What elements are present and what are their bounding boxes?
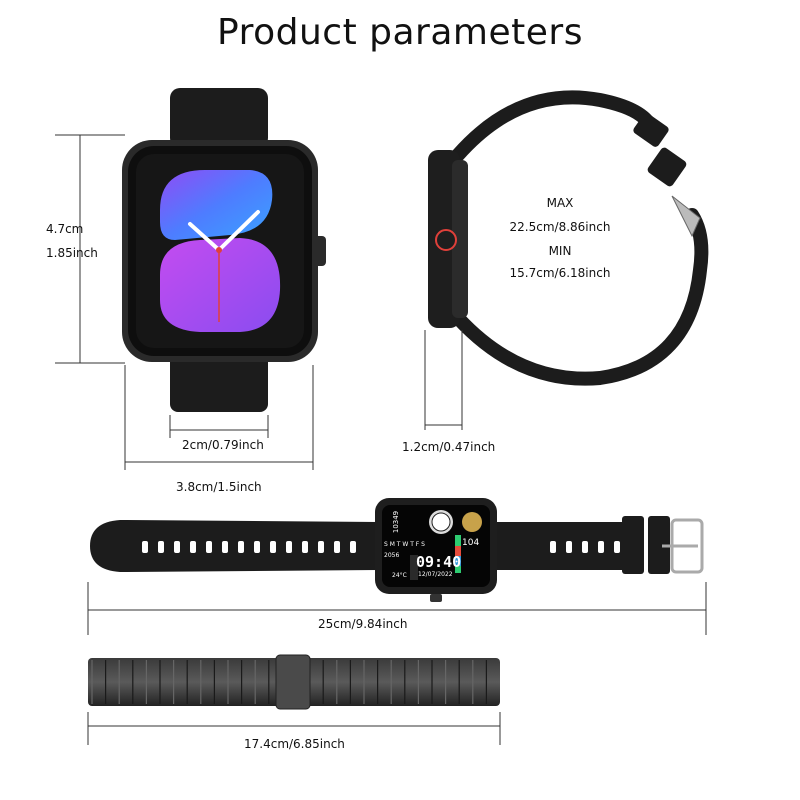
strap-hole-icon (158, 541, 164, 553)
strap-hole-icon (206, 541, 212, 553)
strap-hole-icon (174, 541, 180, 553)
height-dimension-lines (55, 134, 125, 364)
wrist-min-label: MIN (548, 244, 572, 258)
strap-hole-icon (550, 541, 556, 553)
silicone-strap-length-label: 25cm/9.84inch (318, 617, 408, 631)
strap-hole-icon (598, 541, 604, 553)
thickness-label: 1.2cm/0.47inch (402, 440, 496, 454)
face-blob-top-icon (160, 170, 273, 240)
strap-hole-icon (614, 541, 620, 553)
strap-hole-icon (286, 541, 292, 553)
wrist-max-value: 22.5cm/8.86inch (509, 220, 611, 234)
strap-hole-icon (222, 541, 228, 553)
metal-strap-length-label: 17.4cm/6.85inch (244, 737, 345, 751)
strap-hole-icon (582, 541, 588, 553)
front-watch (122, 88, 326, 412)
watch-face-steps: 10349 (392, 510, 401, 534)
strap-hole-icon (142, 541, 148, 553)
metal-strap (88, 654, 500, 710)
watch-width-label: 3.8cm/1.5inch (176, 480, 262, 494)
wrist-max-label: MAX (546, 196, 574, 210)
strap-width-label: 2cm/0.79inch (182, 438, 264, 452)
height-inch-label: 1.85inch (46, 246, 98, 260)
watch-face-weekdays: S M T W T F S (384, 541, 425, 548)
strap-hole-icon (350, 541, 356, 553)
wrist-min-value: 15.7cm/6.18inch (509, 266, 611, 280)
watch-face-calories: 2056 (384, 552, 400, 559)
watch-face-temperature: 24°C (392, 572, 407, 579)
watch-width-dimension-lines (124, 365, 314, 470)
strap-hole-icon (318, 541, 324, 553)
metal-strap-dimension-lines (87, 712, 501, 745)
watch-face-date: 12/07/2022 (418, 571, 453, 578)
strap-hole-icon (334, 541, 340, 553)
strap-hole-icon (190, 541, 196, 553)
strap-hole-icon (270, 541, 276, 553)
watch-face-time: 09:40 (416, 553, 462, 571)
silicone-strap-watch (90, 498, 704, 602)
side-watch (428, 90, 709, 386)
strap-width-dimension-lines (169, 415, 269, 438)
strap-hole-icon (302, 541, 308, 553)
page-title: Product parameters (217, 12, 583, 53)
thickness-dimension-lines (424, 330, 463, 430)
height-cm-label: 4.7cm (46, 222, 84, 236)
strap-hole-icon (566, 541, 572, 553)
watch-face-heart-rate: 104 (462, 538, 480, 548)
silicone-strap-dimension-lines (87, 582, 707, 635)
strap-hole-icon (254, 541, 260, 553)
face-blob-bottom-icon (160, 238, 281, 332)
strap-hole-icon (238, 541, 244, 553)
